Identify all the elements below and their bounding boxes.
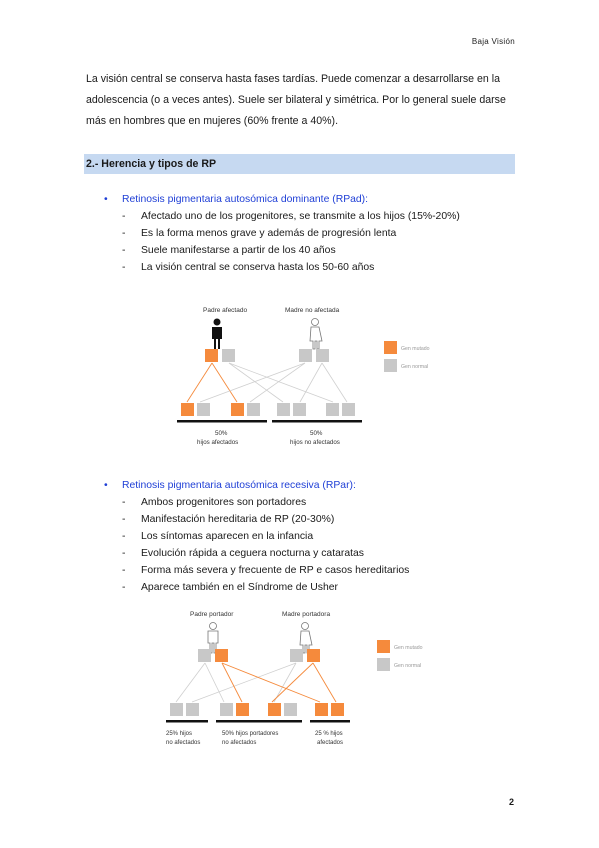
- parent2-label: Madre portadora: [282, 611, 330, 618]
- recessive-inheritance-diagram: Padre portador Madre portadora 25% hijos…: [166, 611, 423, 746]
- legend-mutated-swatch: [384, 341, 397, 354]
- gene-mutated: [215, 649, 228, 662]
- gene-normal: [247, 403, 260, 416]
- normal-gene-lines: [175, 662, 297, 703]
- dash-icon: -: [122, 211, 126, 222]
- gene-normal: [198, 649, 211, 662]
- group-bar: [166, 720, 208, 723]
- bullet-icon: •: [104, 480, 108, 491]
- dominant-inheritance-diagram: Padre afectado Madre no afectada 50% hij…: [177, 307, 430, 446]
- page-number: 2: [508, 797, 514, 807]
- gene-mutated: [205, 349, 218, 362]
- gene-normal: [342, 403, 355, 416]
- group1-pct: 50%: [215, 430, 228, 437]
- group1-label-line2: no afectados: [166, 740, 200, 746]
- normal-gene-lines: [199, 362, 348, 403]
- legend-normal-label: Gen normal: [394, 663, 421, 669]
- legend-normal-label: Gen normal: [401, 364, 428, 370]
- group3-label-line1: 25 % hijos: [315, 731, 343, 737]
- gene-normal: [316, 349, 329, 362]
- gene-normal: [220, 703, 233, 716]
- legend-mutated-label: Gen mutado: [401, 346, 430, 352]
- father-icon: [212, 318, 222, 349]
- group2-pct: 50%: [310, 430, 323, 437]
- group-bar: [310, 720, 350, 723]
- gene-normal: [197, 403, 210, 416]
- group-bar: [272, 420, 362, 423]
- dash-icon: -: [122, 245, 126, 256]
- mutated-gene-lines: [221, 662, 337, 703]
- gene-normal: [293, 403, 306, 416]
- gene-normal: [299, 349, 312, 362]
- gene-mutated: [181, 403, 194, 416]
- intro-paragraph: La visión central se conserva hasta fase…: [86, 73, 506, 127]
- dash-icon: -: [122, 548, 126, 559]
- gene-mutated: [315, 703, 328, 716]
- gene-mutated: [331, 703, 344, 716]
- dash-icon: -: [122, 582, 126, 593]
- mother-icon: [309, 318, 323, 350]
- dash-icon: -: [122, 514, 126, 525]
- gene-mutated: [307, 649, 320, 662]
- group3-label-line2: afectados: [317, 740, 343, 746]
- mother-icon: [299, 622, 313, 654]
- mutated-gene-lines: [186, 362, 238, 403]
- gene-normal: [290, 649, 303, 662]
- group2-label-line1: 50% hijos portadores: [222, 731, 278, 737]
- parent1-label: Padre portador: [190, 611, 234, 618]
- gene-mutated: [236, 703, 249, 716]
- parent2-label: Madre no afectada: [285, 307, 340, 314]
- gene-normal: [222, 349, 235, 362]
- gene-mutated: [268, 703, 281, 716]
- group-bar: [177, 420, 267, 423]
- legend-normal-swatch: [377, 658, 390, 671]
- dash-icon: -: [122, 497, 126, 508]
- group1-label: hijos afectados: [197, 439, 238, 446]
- gene-normal: [284, 703, 297, 716]
- father-icon: [207, 622, 219, 654]
- parent1-label: Padre afectado: [203, 307, 247, 314]
- dash-icon: -: [122, 228, 126, 239]
- group2-label-line2: no afectados: [222, 740, 256, 746]
- gene-normal: [326, 403, 339, 416]
- group-bar: [216, 720, 302, 723]
- legend-mutated-label: Gen mutado: [394, 645, 423, 651]
- dash-icon: -: [122, 565, 126, 576]
- dash-icon: -: [122, 531, 126, 542]
- gene-normal: [277, 403, 290, 416]
- dash-icon: -: [122, 262, 126, 273]
- legend-mutated-swatch: [377, 640, 390, 653]
- legend-normal-swatch: [384, 359, 397, 372]
- group2-label: hijos no afectados: [290, 439, 340, 446]
- gene-normal: [186, 703, 199, 716]
- group1-label-line1: 25% hijos: [166, 731, 192, 737]
- gene-normal: [170, 703, 183, 716]
- gene-mutated: [231, 403, 244, 416]
- section-heading: 2.- Herencia y tipos de RP: [84, 154, 515, 174]
- bullet-icon: •: [104, 194, 108, 205]
- page-header: Baja Visión: [471, 37, 515, 46]
